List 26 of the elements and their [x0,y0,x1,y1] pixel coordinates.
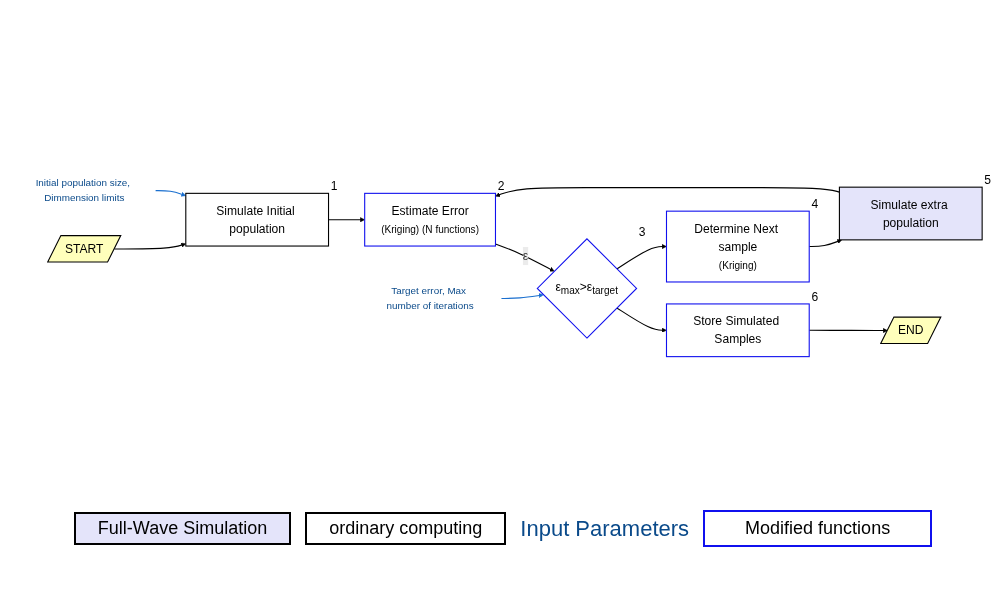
arrow [616,243,667,269]
arrow [494,242,555,271]
node-box: Determine Next sample (Kriging) [665,210,810,283]
node-box: Simulate Initial population [185,192,330,247]
arrow [616,306,667,333]
step-number: 5 [984,172,992,187]
node-box: Store Simulated Samples [665,302,810,357]
arrow [155,189,186,197]
edge-label: ε [522,248,529,263]
step-number: 6 [811,289,819,304]
node-diamond: ε$_{max}$>ε$_{target}$ [536,237,638,339]
node-text: Initial population size, Dimmension limits [35,176,131,203]
legend-swatch: ordinary computing [305,512,507,545]
legend-swatch: Modified functions [703,510,933,547]
node-box: Estimate Error (Kriging) (N functions) [364,192,497,247]
node-box: Simulate extra population [838,186,983,240]
arrow [500,292,544,299]
legend-text: Input Parameters [520,515,690,542]
arrow [113,242,186,250]
step-number: 4 [811,196,819,211]
step-number: 1 [330,178,338,193]
arrow [495,186,840,197]
node-text: Target error, Max number of iterations [386,284,474,311]
step-number: 2 [497,178,505,193]
step-number: 3 [638,224,646,238]
legend-swatch: Full-Wave Simulation [73,512,292,545]
